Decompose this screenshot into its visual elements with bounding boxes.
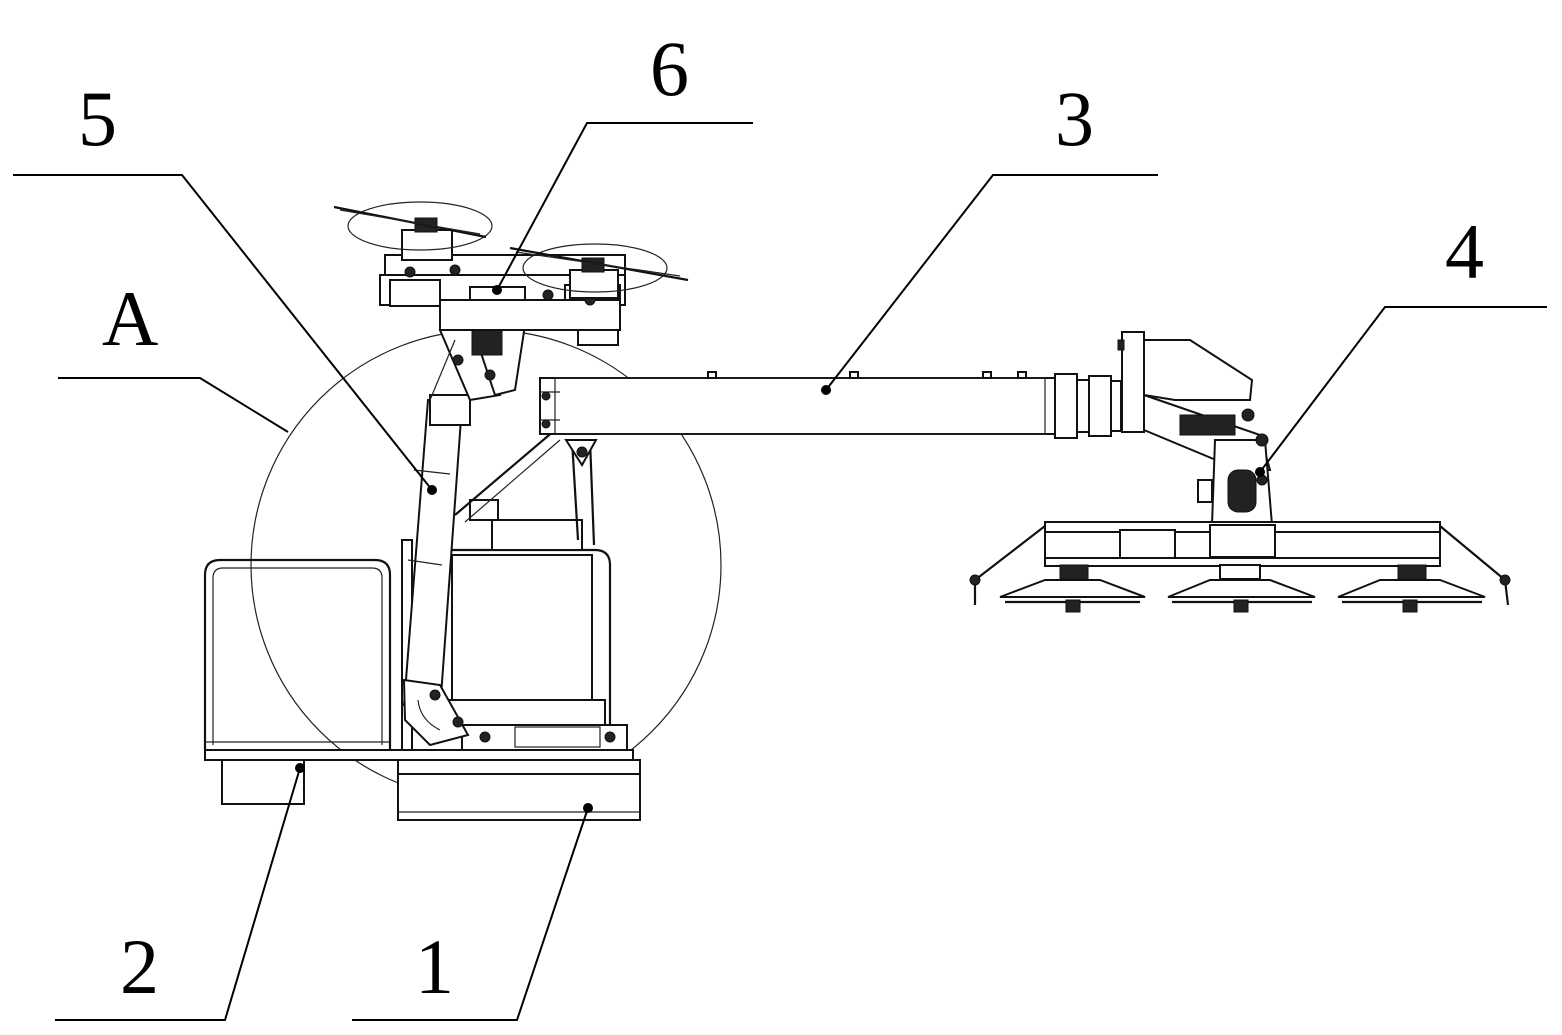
label-5: 5 (78, 75, 117, 162)
label-1: 1 (415, 923, 454, 1010)
rotor-assembly (333, 201, 689, 346)
cutter-mount (1117, 331, 1274, 526)
label-4: 4 (1445, 208, 1484, 295)
base-frame (204, 749, 641, 821)
lifting-arm (402, 318, 527, 747)
cutting-deck (969, 521, 1511, 613)
left-cage (203, 558, 392, 750)
label-a: A (102, 275, 158, 362)
leader-lines (13, 122, 1547, 1021)
label-6: 6 (650, 25, 689, 112)
label-3: 3 (1055, 75, 1094, 162)
boom (539, 371, 1122, 439)
label-2: 2 (120, 923, 159, 1010)
boom-support (454, 429, 598, 546)
middle-cabinet (401, 499, 628, 751)
